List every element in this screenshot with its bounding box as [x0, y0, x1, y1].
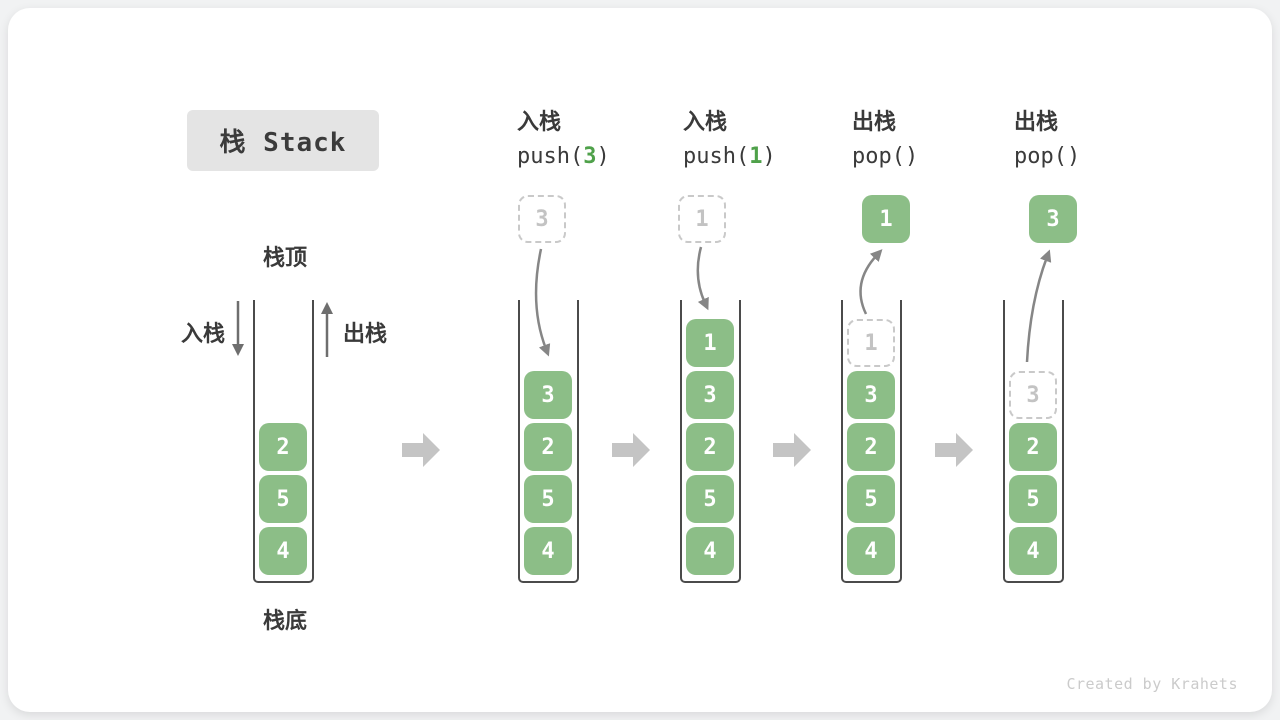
stack-cell-ghost: 3 — [1009, 371, 1057, 419]
stack-cell: 4 — [524, 527, 572, 575]
stack-container-push-1 — [680, 300, 741, 583]
stack-cell: 5 — [1009, 475, 1057, 523]
code-arg: 1 — [749, 144, 763, 169]
stack-cell: 2 — [1009, 423, 1057, 471]
operation-label: 出栈 — [1014, 109, 1059, 134]
stack-top-label: 栈顶 — [262, 245, 307, 270]
stack-container-pop-3 — [1003, 300, 1064, 583]
stack-container-pop-1 — [841, 300, 902, 583]
stack-container-push-3 — [518, 300, 579, 583]
pop-side-label: 出栈 — [343, 321, 388, 346]
operation-header-push-3: 入栈 push(3) — [517, 108, 610, 170]
stack-cell: 5 — [259, 475, 307, 523]
popped-element: 3 — [1029, 195, 1077, 243]
stack-cell: 3 — [847, 371, 895, 419]
stack-cell: 4 — [686, 527, 734, 575]
operation-header-push-1: 入栈 push(1) — [683, 108, 776, 170]
code-post: ) — [904, 144, 919, 169]
stack-cell: 2 — [524, 423, 572, 471]
stack-cell-ghost: 1 — [847, 319, 895, 367]
operation-code: push(1) — [683, 143, 776, 170]
title-text: 栈 Stack — [219, 128, 347, 158]
operation-label: 入栈 — [517, 109, 562, 134]
stack-cell: 3 — [524, 371, 572, 419]
incoming-element: 3 — [518, 195, 566, 243]
code-pre: pop( — [852, 144, 905, 169]
stack-cell: 2 — [847, 423, 895, 471]
code-pre: push( — [683, 144, 750, 169]
code-pre: push( — [517, 144, 584, 169]
stack-container-initial — [253, 300, 314, 583]
operation-label: 入栈 — [683, 109, 728, 134]
code-arg: 3 — [583, 144, 597, 169]
stack-cell: 2 — [686, 423, 734, 471]
operation-header-pop-3: 出栈 pop() — [1014, 108, 1080, 170]
stack-cell: 5 — [524, 475, 572, 523]
operation-header-pop-1: 出栈 pop() — [852, 108, 918, 170]
stack-cell: 2 — [259, 423, 307, 471]
operation-code: pop() — [1014, 143, 1080, 170]
stack-cell: 4 — [1009, 527, 1057, 575]
code-post: ) — [596, 144, 610, 169]
popped-element: 1 — [862, 195, 910, 243]
push-side-label: 入栈 — [180, 321, 225, 346]
operation-code: push(3) — [517, 143, 610, 170]
stack-cell: 5 — [847, 475, 895, 523]
stack-cell: 3 — [686, 371, 734, 419]
stack-cell: 4 — [847, 527, 895, 575]
operation-label: 出栈 — [852, 109, 897, 134]
stack-bottom-label: 栈底 — [262, 608, 307, 633]
code-post: ) — [1066, 144, 1081, 169]
incoming-element: 1 — [678, 195, 726, 243]
title-box: 栈 Stack — [187, 110, 379, 171]
code-pre: pop( — [1014, 144, 1067, 169]
stack-cell: 1 — [686, 319, 734, 367]
stack-cell: 5 — [686, 475, 734, 523]
code-post: ) — [762, 144, 776, 169]
stack-cell: 4 — [259, 527, 307, 575]
watermark: Created by Krahets — [1066, 675, 1238, 693]
operation-code: pop() — [852, 143, 918, 170]
